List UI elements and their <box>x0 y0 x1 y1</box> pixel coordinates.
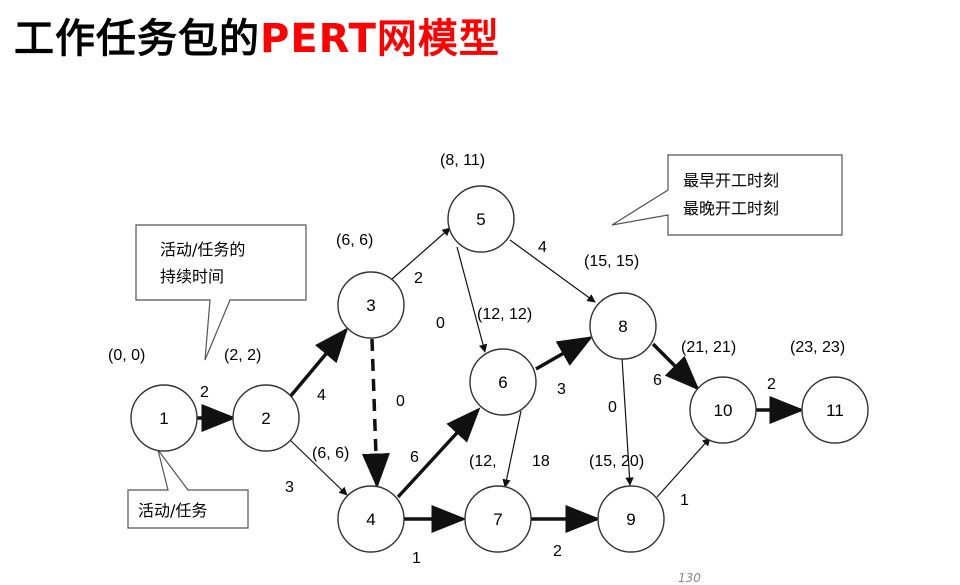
node-3: 3 <box>337 271 405 339</box>
edge-label-3-5: 2 <box>414 270 423 287</box>
edge-5-8 <box>509 239 596 303</box>
node-10: 10 <box>689 376 757 444</box>
edge-3-5 <box>391 227 451 280</box>
node-6: 6 <box>469 348 537 416</box>
edge-6-8 <box>535 336 594 371</box>
edge-label-2-4: 3 <box>285 479 294 496</box>
node-11: 11 <box>801 376 869 444</box>
callout-duration-line2: 持续时间 <box>160 267 224 286</box>
node-9-label: 9 <box>626 510 635 529</box>
node-6-label: 6 <box>498 373 507 392</box>
page-number: 130 <box>678 571 701 585</box>
title-main: 工作任务包的 <box>14 16 260 62</box>
callout-activity-box <box>127 449 249 529</box>
callout-duration-box <box>135 224 307 361</box>
node-7-label: 7 <box>493 510 502 529</box>
callout-times-line2: 最晚开工时刻 <box>683 199 779 218</box>
edge-3-4 <box>361 338 390 489</box>
callout-times-line1: 最早开工时刻 <box>683 171 779 190</box>
edge-label-10-11: 2 <box>767 376 776 393</box>
edge-label-1-2: 2 <box>200 384 209 401</box>
edge-2-4 <box>289 439 348 496</box>
node-9: 9 <box>597 485 665 553</box>
edge-label-9-10: 1 <box>680 492 689 509</box>
node-2: 2 <box>232 384 300 452</box>
times-node-7: (12, <box>469 453 497 470</box>
edge-label-2-3: 4 <box>317 387 326 404</box>
node-10-label: 10 <box>714 401 733 420</box>
node-2-label: 2 <box>261 409 270 428</box>
edge-label-5-6: 0 <box>436 315 445 332</box>
times-node-10: (21, 21) <box>681 339 736 356</box>
edge-2-3 <box>287 327 349 400</box>
callout-times-box <box>611 154 843 236</box>
node-1: 1 <box>130 384 198 452</box>
edge-label-3-4: 0 <box>396 393 405 410</box>
times-node-5: (8, 11) <box>440 152 485 169</box>
node-4-label: 4 <box>366 510 375 529</box>
node-1-label: 1 <box>159 409 168 428</box>
node-7: 7 <box>464 485 532 553</box>
edge-label-8-9: 0 <box>608 399 617 416</box>
node-4: 4 <box>337 485 405 553</box>
callout-duration-line1: 活动/任务的 <box>160 240 245 259</box>
node-8: 8 <box>589 292 657 360</box>
node-3-label: 3 <box>366 296 375 315</box>
node-8-label: 8 <box>618 317 627 336</box>
edge-8-10 <box>651 342 700 391</box>
edge-label-4-7: 1 <box>412 550 421 567</box>
edge-label-6-8: 3 <box>557 381 566 398</box>
edge-label-5-8: 4 <box>538 239 547 256</box>
times-node-2: (2, 2) <box>224 347 261 364</box>
times-node-4: (6, 6) <box>312 445 349 462</box>
node-11-label: 11 <box>826 401 844 420</box>
callout-activity-text: 活动/任务 <box>138 501 207 520</box>
edge-4-6 <box>396 407 481 499</box>
times-node-1: (0, 0) <box>108 347 145 364</box>
edge-label-6-7: 18 <box>532 453 550 470</box>
node-5-label: 5 <box>476 210 485 229</box>
edge-5-6 <box>456 246 488 353</box>
times-node-8: (15, 15) <box>584 253 639 270</box>
title-accent: PERT网模型 <box>260 16 500 62</box>
times-node-6: (12, 12) <box>477 306 532 323</box>
times-node-11: (23, 23) <box>790 339 845 356</box>
edge-8-9 <box>621 357 634 486</box>
edge-9-10 <box>656 437 711 498</box>
edge-6-7 <box>502 410 522 488</box>
edge-label-7-9: 2 <box>553 543 562 560</box>
times-node-3: (6, 6) <box>336 232 373 249</box>
node-5: 5 <box>447 185 515 253</box>
edge-label-8-10: 6 <box>653 372 662 389</box>
edge-label-4-6: 6 <box>410 449 419 466</box>
page-title: 工作任务包的PERT网模型 <box>14 6 500 64</box>
times-node-9: (15, 20) <box>589 453 644 470</box>
